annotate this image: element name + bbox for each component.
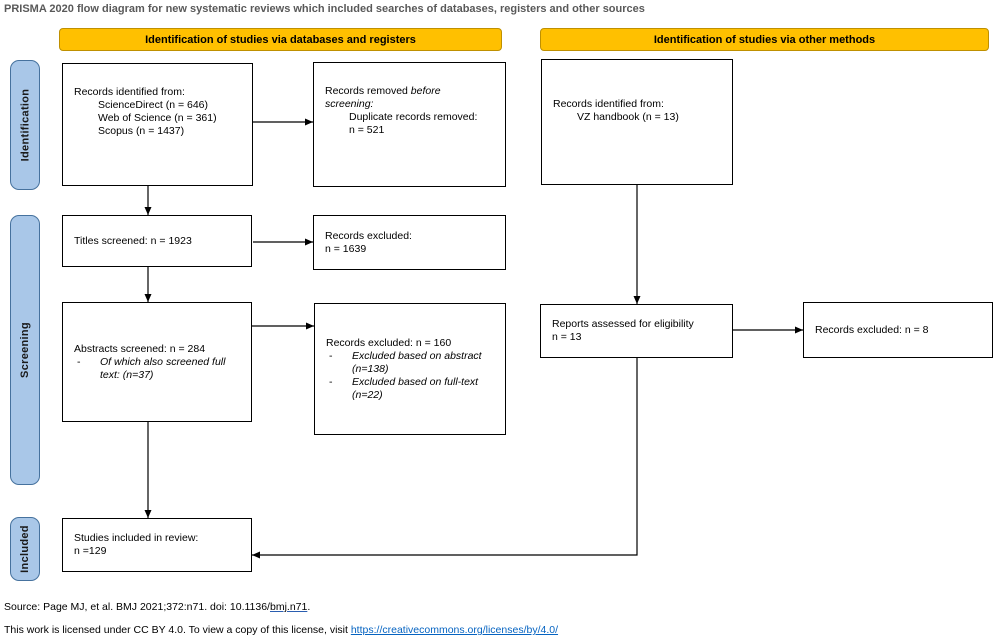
box-records-removed-before-screening: Records removed before screening: Duplic… bbox=[313, 62, 506, 187]
box-line: n =129 bbox=[74, 545, 107, 557]
box-line: Records excluded: n = 160 bbox=[326, 336, 452, 349]
header-databases-registers: Identification of studies via databases … bbox=[59, 28, 502, 51]
header-other-methods: Identification of studies via other meth… bbox=[540, 28, 989, 51]
box-records-excluded-titles: Records excluded: n = 1639 bbox=[313, 215, 506, 270]
box-reports-assessed: Reports assessed for eligibility n = 13 bbox=[540, 304, 733, 358]
box-line: Abstracts screened: n = 284 bbox=[74, 342, 206, 355]
box-titles-screened: Titles screened: n = 1923 bbox=[62, 215, 252, 267]
box-line: Scopus (n = 1437) bbox=[98, 125, 185, 137]
stage-label-identification: Identification bbox=[10, 60, 40, 190]
box-line: n = 13 bbox=[552, 331, 582, 343]
license-note: This work is licensed under CC BY 4.0. T… bbox=[4, 624, 558, 636]
box-bullet: - Excluded based on abstract (n=138) bbox=[326, 350, 497, 376]
box-abstracts-screened: Abstracts screened: n = 284 - Of which a… bbox=[62, 302, 252, 422]
doi-link[interactable]: bmj.n71 bbox=[269, 601, 308, 613]
bullet-text: Of which also screened full text: (n=37) bbox=[100, 355, 226, 381]
box-records-identified-databases: Records identified from: ScienceDirect (… bbox=[62, 63, 253, 186]
box-line: Duplicate records removed: bbox=[349, 111, 478, 123]
header-databases-registers-label: Identification of studies via databases … bbox=[145, 33, 416, 46]
page-title: PRISMA 2020 flow diagram for new systema… bbox=[4, 3, 645, 15]
license-link[interactable]: https://creativecommons.org/licenses/by/… bbox=[350, 624, 559, 636]
stage-label-screening: Screening bbox=[10, 215, 40, 485]
header-other-methods-label: Identification of studies via other meth… bbox=[653, 33, 876, 46]
box-text-italic: screening: bbox=[325, 98, 374, 110]
box-line: Records removed before bbox=[325, 85, 497, 98]
source-citation-period: . bbox=[307, 601, 311, 613]
box-records-identified-other: Records identified from: VZ handbook (n … bbox=[541, 59, 733, 185]
stage-label-included-text: Included bbox=[19, 525, 31, 573]
box-records-excluded-reports: Records excluded: n = 8 bbox=[803, 302, 993, 358]
box-line: Studies included in review: bbox=[74, 532, 199, 544]
stage-label-screening-text: Screening bbox=[19, 322, 32, 378]
source-citation-text: Source: Page MJ, et al. BMJ 2021;372:n71… bbox=[4, 601, 270, 613]
box-line: screening: bbox=[325, 98, 497, 111]
box-line: VZ handbook (n = 13) bbox=[577, 111, 679, 123]
box-studies-included: Studies included in review: n =129 bbox=[62, 518, 252, 572]
box-text-italic: before bbox=[410, 85, 441, 97]
bullet-text: Excluded based on full-text (n=22) bbox=[352, 375, 479, 401]
box-bullet: - Of which also screened full text: (n=3… bbox=[74, 356, 243, 382]
bullet-dash: - bbox=[329, 375, 333, 388]
box-line: Reports assessed for eligibility bbox=[552, 318, 694, 330]
box-line: Records excluded: bbox=[325, 229, 412, 242]
source-citation: Source: Page MJ, et al. BMJ 2021;372:n71… bbox=[4, 601, 310, 613]
bullet-text: Excluded based on abstract (n=138) bbox=[352, 349, 482, 375]
box-line: Titles screened: n = 1923 bbox=[74, 234, 192, 247]
box-line: n = 1639 bbox=[325, 242, 367, 255]
box-bullet: - Excluded based on full-text (n=22) bbox=[326, 376, 497, 402]
box-line: n = 521 bbox=[349, 124, 385, 136]
bullet-dash: - bbox=[77, 355, 81, 368]
stage-label-included: Included bbox=[10, 517, 40, 581]
box-text: Records removed bbox=[325, 85, 411, 97]
stage-label-identification-text: Identification bbox=[19, 88, 31, 162]
box-line: Records excluded: n = 8 bbox=[815, 323, 929, 336]
box-records-excluded-abstracts: Records excluded: n = 160 - Excluded bas… bbox=[314, 303, 506, 435]
box-line: Records identified from: bbox=[553, 98, 664, 110]
license-note-text: This work is licensed under CC BY 4.0. T… bbox=[4, 624, 351, 636]
box-line: ScienceDirect (n = 646) bbox=[98, 99, 209, 111]
box-line: Records identified from: bbox=[74, 86, 185, 98]
bullet-dash: - bbox=[329, 349, 333, 362]
box-line: Web of Science (n = 361) bbox=[98, 112, 217, 124]
